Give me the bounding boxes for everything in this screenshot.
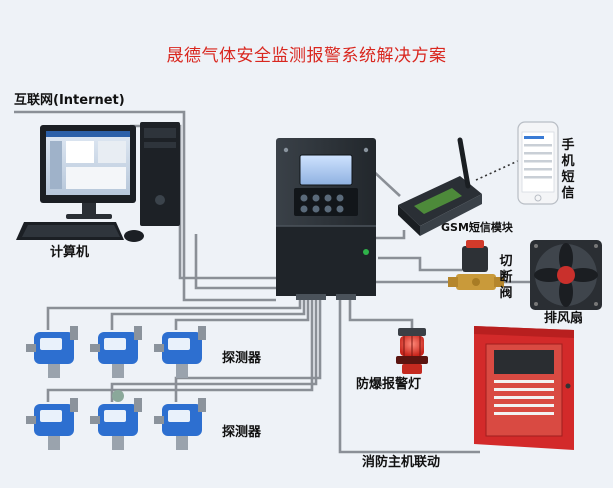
phone-icon [517,121,559,205]
fire-panel-icon [474,326,574,450]
detector-row-top [26,326,206,378]
label-sms: 手机短信 [561,138,575,201]
detector-icon [154,398,206,450]
detector-icon [154,326,206,378]
label-detectors-bottom: 探测器 [222,425,262,440]
label-computer: 计算机 [50,245,90,260]
valve-icon [448,240,504,290]
label-internet: 互联网(Internet) [14,93,125,108]
detector-icon [26,326,78,378]
label-fan: 排风扇 [544,311,584,326]
detector-icon [90,326,142,378]
computer-icon [16,122,180,242]
controller-icon [276,138,376,300]
detector-icon [26,398,78,450]
label-fire-host: 消防主机联动 [362,455,441,470]
detector-icon [90,390,142,450]
detector-row-bottom [26,390,206,450]
label-valve: 切断阀 [499,254,513,301]
label-gsm-module: GSM短信模块 [441,221,513,234]
alarm-light-icon [396,328,428,374]
page-title: 晟德气体安全监测报警系统解决方案 [166,46,447,66]
fan-icon [530,240,602,310]
gsm-module-icon [398,137,521,236]
label-detectors-top: 探测器 [222,351,262,366]
label-alarm-light: 防爆报警灯 [356,377,422,392]
